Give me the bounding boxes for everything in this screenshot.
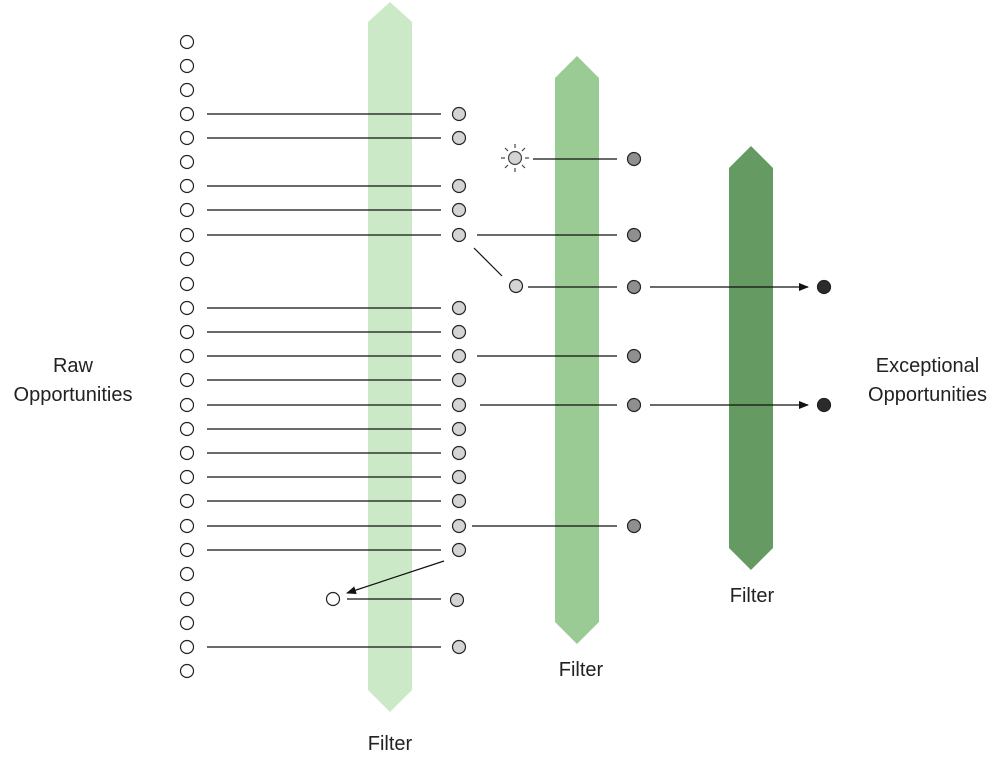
filtered-opportunity-dot (626, 227, 642, 243)
raw-opportunity-dot (179, 82, 195, 98)
filtered-opportunity-dot (626, 279, 642, 295)
raw-opportunity-dot (179, 469, 195, 485)
raw-opportunity-dot (179, 542, 195, 558)
filtered-opportunity-dot (451, 348, 467, 364)
recycled-opportunity-dot (325, 591, 341, 607)
filtered-opportunity-dot (451, 106, 467, 122)
raw-opportunity-dot (179, 445, 195, 461)
raw-opportunity-dot (179, 300, 195, 316)
exceptional-opportunities-label: Exceptional Opportunities (855, 352, 1000, 410)
connector-lines (207, 113, 809, 648)
derived-opportunity-dot (508, 278, 524, 294)
raw-opportunity-dot (179, 276, 195, 292)
filter-label-2: Filter (558, 659, 604, 681)
raw-opportunity-dot (179, 518, 195, 534)
filtered-opportunity-dot (451, 421, 467, 437)
raw-opportunity-dot (179, 348, 195, 364)
raw-opportunity-dot (179, 34, 195, 50)
filtered-opportunity-dot (451, 227, 467, 243)
raw-opportunity-dot (179, 615, 195, 631)
filtered-opportunity-dot (451, 202, 467, 218)
filtered-opportunity-dot (449, 592, 465, 608)
raw-opportunity-dot (179, 591, 195, 607)
raw-opportunity-dot (179, 397, 195, 413)
raw-opportunity-dot (179, 372, 195, 388)
filter-label-1: Filter (367, 733, 413, 755)
branch-connector (473, 247, 503, 277)
filtered-opportunity-dot (626, 518, 642, 534)
exceptional-label-line1: Exceptional (875, 355, 980, 377)
raw-label-line2: Opportunities (13, 384, 133, 406)
raw-opportunity-dot (179, 421, 195, 437)
raw-opportunity-dot (179, 663, 195, 679)
raw-opportunity-dot (179, 251, 195, 267)
opportunity-dots (179, 34, 832, 679)
filtered-opportunity-dot (626, 151, 642, 167)
raw-opportunity-dot (179, 178, 195, 194)
filter-band-2 (555, 56, 599, 644)
filtered-opportunity-dot (451, 300, 467, 316)
filtered-opportunity-dot (451, 397, 467, 413)
sun-burst-icon (501, 144, 529, 172)
filtered-opportunity-dot (626, 348, 642, 364)
recycle-arrow (346, 560, 445, 594)
raw-opportunity-dot (179, 566, 195, 582)
filter-band-1 (368, 2, 412, 712)
filtered-opportunity-dot (451, 372, 467, 388)
filter-label-3: Filter (729, 585, 775, 607)
raw-opportunity-dot (179, 58, 195, 74)
raw-opportunities-label: Raw Opportunities (0, 352, 146, 410)
filtered-opportunity-dot (451, 445, 467, 461)
exceptional-label-line2: Opportunities (868, 384, 987, 406)
filtered-opportunity-dot (451, 324, 467, 340)
filtered-opportunity-dot (451, 178, 467, 194)
filter-band-3 (729, 146, 773, 570)
raw-opportunity-dot (179, 227, 195, 243)
raw-opportunity-dot (179, 130, 195, 146)
filtered-opportunity-dot (451, 130, 467, 146)
raw-opportunity-dot (179, 324, 195, 340)
raw-opportunity-dot (179, 639, 195, 655)
raw-opportunity-dot (179, 154, 195, 170)
filtered-opportunity-dot (451, 639, 467, 655)
raw-opportunity-dot (179, 493, 195, 509)
filtered-opportunity-dot (451, 493, 467, 509)
raw-opportunity-dot (179, 106, 195, 122)
filtered-opportunity-dot (451, 469, 467, 485)
filtered-opportunity-dot (626, 397, 642, 413)
raw-opportunity-dot (179, 202, 195, 218)
filtered-opportunity-dot (451, 518, 467, 534)
exceptional-opportunity-dot (816, 279, 832, 295)
filtered-opportunity-dot (451, 542, 467, 558)
raw-label-line1: Raw (52, 355, 93, 377)
exceptional-opportunity-dot (816, 397, 832, 413)
